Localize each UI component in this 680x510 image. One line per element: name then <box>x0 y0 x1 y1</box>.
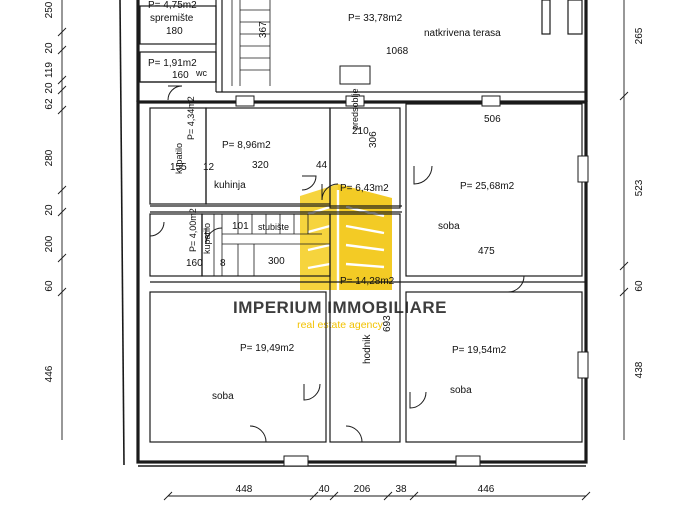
room-width-kupatilo-1: 155 <box>170 162 187 173</box>
room-area-predsoblje: P= 6,43m2 <box>340 183 389 194</box>
wall-dim-b: 44 <box>316 160 328 171</box>
room-wc: P= 1,91m2 160 wc <box>148 58 207 81</box>
room-area-soba-ne: P= 25,68m2 <box>460 181 515 192</box>
watermark-logo-icon <box>300 184 392 290</box>
stubiste-dim-2: 300 <box>268 256 285 267</box>
windows <box>235 65 589 467</box>
room-hodnik: P= 14,28m2 693 hodnik <box>340 276 395 364</box>
room-name-kupatilo-1: kupatilo <box>174 143 184 174</box>
left-dim-6: 280 <box>44 149 55 166</box>
watermark-title: IMPERIUM IMMOBILIARE <box>233 298 447 317</box>
right-dim-1: 265 <box>634 27 645 44</box>
room-area-wc: P= 1,91m2 <box>148 58 197 69</box>
room-soba-ne: 506 P= 25,68m2 soba 475 <box>438 114 515 257</box>
room-area-terasa: P= 33,78m2 <box>348 13 403 24</box>
room-name-soba-sw: soba <box>212 391 234 402</box>
room-terasa: P= 33,78m2 natkrivena terasa 1068 <box>348 13 501 57</box>
left-dim-8: 200 <box>44 235 55 252</box>
room-name-soba-se: soba <box>450 385 472 396</box>
room-soba-se: P= 19,54m2 soba <box>450 345 507 396</box>
left-dim-1: 250 <box>44 1 55 18</box>
room-spremiste: P= 4,75m2 spremište 180 <box>148 0 197 37</box>
room-area-spremiste: P= 4,75m2 <box>148 0 197 11</box>
left-dim-2: 20 <box>44 42 55 54</box>
right-dimension-line: 265 523 60 438 <box>619 0 645 440</box>
watermark-band <box>207 294 472 334</box>
room-name-stubiste: stubište <box>258 222 289 232</box>
room-width-bottom-soba-ne: 475 <box>478 246 495 257</box>
bottom-dim-2: 40 <box>318 484 330 495</box>
room-stubiste: 101 stubište 300 <box>232 221 289 267</box>
room-kupatilo-1: kupatilo P= 4,34m2 155 12 <box>170 96 215 174</box>
watermark-subtitle: real estate agency <box>297 319 384 331</box>
room-kupatilo-2: kupatilo P= 4,00m2 160 8 <box>186 208 226 269</box>
room-depth-hodnik: 693 <box>382 315 393 332</box>
doors <box>149 85 525 443</box>
left-dim-5: 62 <box>44 98 55 110</box>
room-width-wc: 160 <box>172 70 189 81</box>
room-width-spremiste: 180 <box>166 26 183 37</box>
stubiste-dim-1: 101 <box>232 221 249 232</box>
wall-dim-a: 12 <box>203 162 215 173</box>
left-dim-7: 20 <box>44 204 55 216</box>
room-name-soba-ne: soba <box>438 221 460 232</box>
room-area-soba-se: P= 19,54m2 <box>452 345 507 356</box>
room-soba-sw: P= 19,49m2 soba <box>212 343 295 402</box>
bottom-dim-3: 206 <box>354 484 371 495</box>
right-dim-2: 523 <box>634 179 645 196</box>
wall-dim-c: 8 <box>220 258 226 269</box>
left-dimension-line: 250 20 119 20 62 280 20 200 60 446 <box>44 0 67 440</box>
room-width-kuhinja: 320 <box>252 160 269 171</box>
room-area-kuhinja: P= 8,96m2 <box>222 140 271 151</box>
stair-mark-dim: 367 <box>258 21 269 38</box>
room-predsoblje: predsoblje 210 306 P= 6,43m2 <box>340 88 389 194</box>
terrace-columns <box>541 0 583 35</box>
bottom-dim-4: 38 <box>395 484 407 495</box>
room-area-soba-sw: P= 19,49m2 <box>240 343 295 354</box>
room-name-terasa: natkrivena terasa <box>424 28 501 39</box>
room-width-terasa: 1068 <box>386 46 409 57</box>
left-dim-3: 119 <box>44 62 55 78</box>
room-name-wc: wc <box>195 68 207 78</box>
left-dim-9: 60 <box>44 280 55 292</box>
right-dim-3: 60 <box>634 280 645 292</box>
bottom-dim-5: 446 <box>478 484 495 495</box>
stair-flight-upper <box>231 0 271 86</box>
stair-flight-middle <box>213 214 330 276</box>
room-kuhinja: P= 8,96m2 320 kuhinja 44 <box>214 140 328 191</box>
room-name-predsoblje: predsoblje <box>350 88 360 130</box>
right-dim-4: 438 <box>634 361 645 378</box>
room-name-kuhinja: kuhinja <box>214 180 246 191</box>
room-area-hodnik: P= 14,28m2 <box>340 276 395 287</box>
room-width-predsoblje: 210 <box>352 126 369 137</box>
left-dim-10: 446 <box>44 365 55 382</box>
room-width-top-soba-ne: 506 <box>484 114 501 125</box>
room-depth-predsoblje: 306 <box>368 131 379 148</box>
room-name-kupatilo-2: kupatilo <box>202 223 212 254</box>
bottom-dim-1: 448 <box>236 484 253 495</box>
bottom-dimension-line: 448 40 206 38 446 <box>163 484 591 501</box>
room-name-hodnik: hodnik <box>362 334 373 364</box>
left-dim-4: 20 <box>44 82 55 94</box>
room-width-kupatilo-2: 160 <box>186 258 203 269</box>
room-area-kupatilo-1: P= 4,34m2 <box>186 96 196 140</box>
room-area-kupatilo-2: P= 4,00m2 <box>188 208 198 252</box>
room-name-spremiste: spremište <box>150 13 194 24</box>
upper-band-walls <box>139 0 586 93</box>
